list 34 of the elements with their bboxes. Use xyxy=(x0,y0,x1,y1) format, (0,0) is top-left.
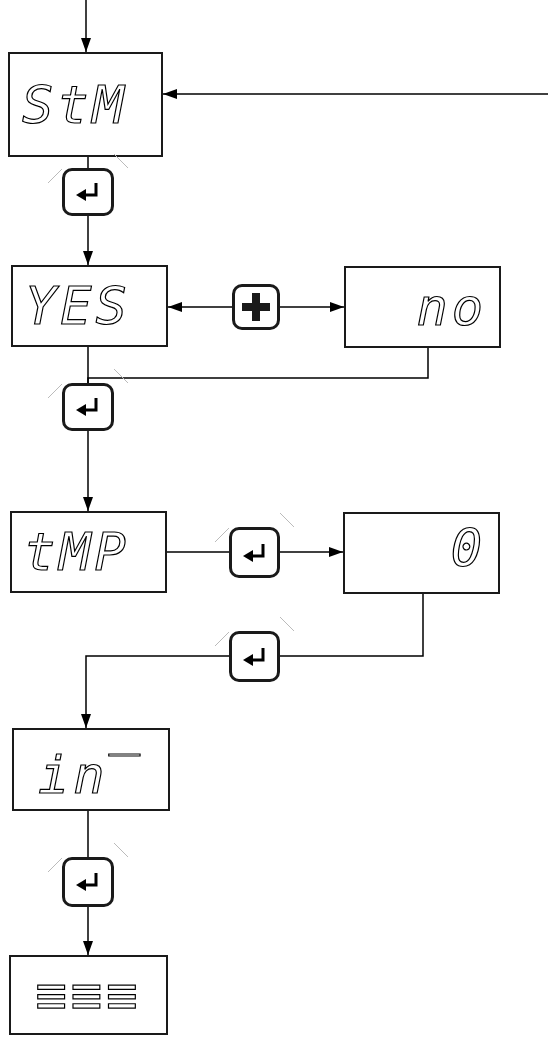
enter-key xyxy=(229,631,280,682)
display-box xyxy=(8,52,163,157)
display-readout: tMP xyxy=(24,526,130,578)
enter-key xyxy=(229,527,280,578)
display-box xyxy=(9,955,168,1035)
arrow xyxy=(81,0,91,53)
arrow xyxy=(83,430,93,512)
connector-line xyxy=(87,347,429,384)
enter-key xyxy=(62,857,114,907)
enter-key xyxy=(62,383,114,431)
display-readout: YES xyxy=(25,280,131,332)
arrow xyxy=(162,89,548,99)
arrow xyxy=(279,547,344,557)
display-readout: ≡≡≡ xyxy=(35,969,142,1021)
display-box xyxy=(10,511,167,593)
connector-line xyxy=(166,551,230,553)
plus-key xyxy=(232,284,280,330)
arrow xyxy=(167,302,233,312)
arrow xyxy=(83,906,93,956)
display-readout: 0 xyxy=(450,522,486,574)
arrow xyxy=(83,215,93,266)
enter-key xyxy=(62,168,114,216)
connector-line xyxy=(87,810,89,858)
display-readout: no xyxy=(416,281,487,333)
display-box xyxy=(344,266,501,348)
connector-line xyxy=(279,593,424,657)
display-box xyxy=(11,265,168,347)
connector-line xyxy=(87,156,89,169)
arrow xyxy=(279,302,345,312)
display-box xyxy=(12,728,170,811)
display-readout: in‾ xyxy=(38,749,144,801)
display-readout: StM xyxy=(22,78,128,131)
arrow xyxy=(81,655,230,729)
display-box xyxy=(343,512,500,594)
